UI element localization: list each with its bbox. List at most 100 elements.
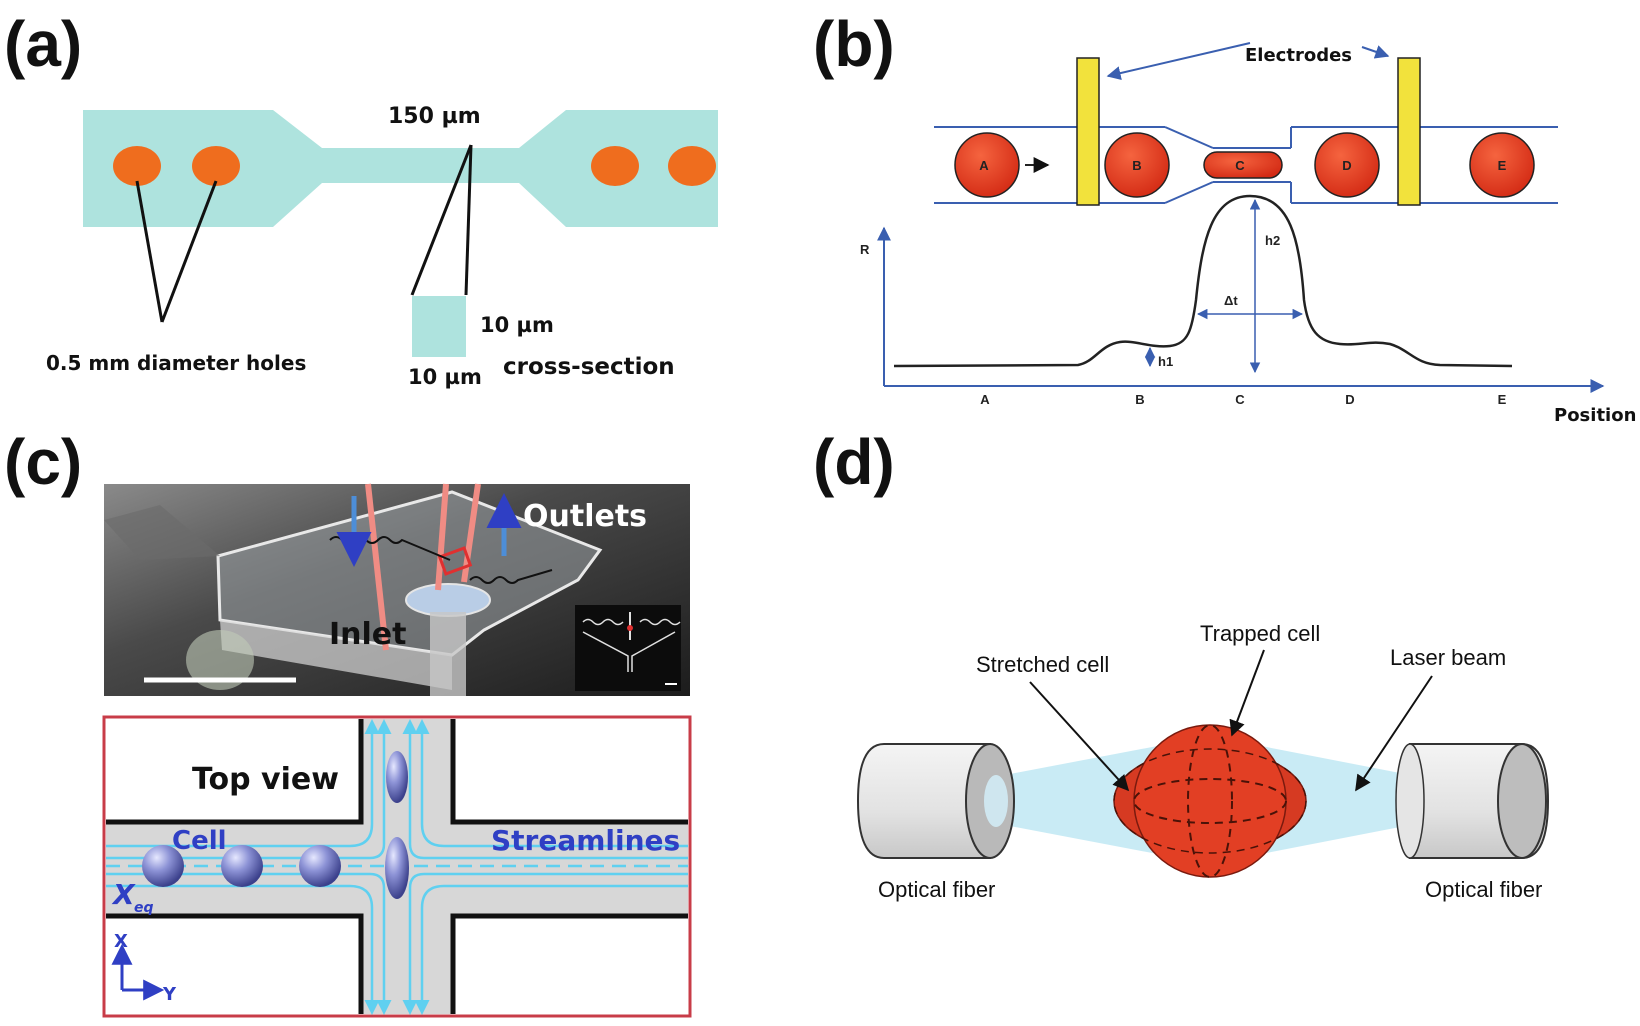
- top-view-label: Top view: [192, 762, 339, 797]
- x-axis-label: Position: [1554, 405, 1636, 426]
- cell-b: [1104, 132, 1170, 198]
- panel-d: Stretched cell Trapped cell Laser beam O…: [856, 621, 1550, 902]
- cell-label-c: C: [1235, 158, 1245, 173]
- electrode-right: [1397, 57, 1421, 206]
- fiber-right-edge: [1395, 743, 1425, 859]
- channel-width-label: 150 µm: [388, 104, 481, 129]
- objective-stem: [430, 612, 466, 696]
- xeq-label: X: [111, 878, 136, 911]
- x-tick-a: A: [980, 392, 990, 407]
- glass-slide: [104, 505, 220, 560]
- outlet-tube-1: [435, 483, 449, 591]
- hole-2: [192, 146, 240, 186]
- chip-edge: [220, 620, 452, 690]
- axis-x-label: X: [114, 931, 128, 952]
- zoom-region: [437, 546, 473, 576]
- electrode-pointer-right: [1361, 45, 1390, 59]
- stretched-cell-label: Stretched cell: [976, 652, 1109, 677]
- channel-wall: [106, 719, 364, 825]
- stretched-cell-pointer: [1029, 681, 1130, 792]
- cell-a: [954, 132, 1020, 198]
- panel-label-d: (d): [813, 426, 895, 498]
- pointer-line: [464, 144, 473, 296]
- inset-marker: [627, 625, 633, 631]
- stretched-cell-outline: [1113, 748, 1307, 854]
- panel-c-schematic: Top view Cell Streamlines X eq X Y: [102, 715, 692, 1018]
- channel-wall: [106, 913, 364, 1014]
- dt-label: Δt: [1224, 293, 1238, 308]
- pointer-line: [135, 180, 164, 323]
- channel-walls: [934, 126, 1558, 204]
- h1-label: h1: [1158, 354, 1173, 369]
- fiber-right-label: Optical fiber: [1425, 877, 1542, 902]
- trapped-cell-pointer: [1229, 649, 1265, 737]
- panel-label-b: (b): [813, 8, 895, 80]
- electrode-pointer-left: [1106, 42, 1251, 80]
- channel-wall: [450, 913, 688, 1014]
- cell-bead-2: [221, 845, 263, 887]
- inset-outline: [582, 631, 676, 672]
- cell-label-d: D: [1342, 158, 1351, 173]
- streamlines: [106, 719, 688, 1015]
- fiber-right-face: [1497, 743, 1547, 859]
- trapped-cell: [1133, 724, 1287, 878]
- trapped-cell-meridian: [1187, 724, 1233, 878]
- inlet-tube: [365, 483, 389, 651]
- channel-wall: [450, 719, 688, 825]
- objective-lens: [405, 583, 491, 617]
- panel-b: Electrodes A B C D E: [860, 42, 1636, 426]
- x-tick-e: E: [1498, 392, 1507, 407]
- pointer-line: [410, 144, 473, 296]
- resistance-trace: [893, 194, 1513, 368]
- fiber-left-label: Optical fiber: [878, 877, 995, 902]
- cell-bead-3: [299, 845, 341, 887]
- y-axis-label: R: [860, 242, 870, 257]
- laser-beam-label: Laser beam: [1390, 645, 1506, 670]
- x-tick-d: D: [1345, 392, 1354, 407]
- electrode-left: [1076, 57, 1100, 206]
- axis-y-label: Y: [162, 984, 177, 1005]
- fiber-left-body: [856, 743, 991, 859]
- electrodes-label: Electrodes: [1245, 45, 1352, 66]
- cell-label: Cell: [172, 826, 227, 856]
- h2-label: h2: [1265, 233, 1280, 248]
- microchannel-body: [83, 110, 718, 227]
- cell-label-a: A: [979, 158, 989, 173]
- outlets-label: Outlets: [523, 499, 647, 534]
- cell-stretched-top: [386, 751, 408, 803]
- panel-label-c: (c): [4, 426, 82, 498]
- cell-label-b: B: [1132, 158, 1141, 173]
- cell-c-squeezed: [1203, 151, 1283, 179]
- inlet-label: Inlet: [329, 617, 407, 652]
- panel-c: Outlets Inlet: [104, 483, 690, 696]
- xeq-subscript: eq: [134, 900, 154, 916]
- cell-bead-1: [142, 845, 184, 887]
- chip-inset: [575, 605, 681, 691]
- chip-channel: [469, 569, 553, 584]
- fiber-left-core: [984, 775, 1008, 827]
- trapped-cell-equator: [1133, 778, 1287, 824]
- pointer-line: [160, 180, 218, 323]
- bottom-width-label: 10 µm: [408, 365, 482, 389]
- streamlines-label: Streamlines: [491, 824, 680, 857]
- cell-stretched: [385, 837, 409, 899]
- hole-1: [113, 146, 161, 186]
- trapped-cell-label: Trapped cell: [1200, 621, 1320, 646]
- cell-label-e: E: [1498, 158, 1507, 173]
- hole-3: [591, 146, 639, 186]
- holes-label: 0.5 mm diameter holes: [46, 351, 306, 375]
- x-tick-c: C: [1235, 392, 1245, 407]
- laser-beam-pointer: [1355, 675, 1433, 792]
- height-label: 10 µm: [480, 313, 554, 337]
- objective-glint: [186, 630, 254, 690]
- cross-section-square: [412, 296, 466, 357]
- panel-a: 150 µm 0.5 mm diameter holes 10 µm 10 µm…: [46, 104, 718, 389]
- panel-label-a: (a): [4, 8, 82, 80]
- cell-d: [1314, 132, 1380, 198]
- hole-4: [668, 146, 716, 186]
- inset-channel: [582, 618, 681, 626]
- cross-section-label: cross-section: [503, 354, 675, 380]
- cell-e: [1469, 132, 1535, 198]
- x-tick-b: B: [1135, 392, 1144, 407]
